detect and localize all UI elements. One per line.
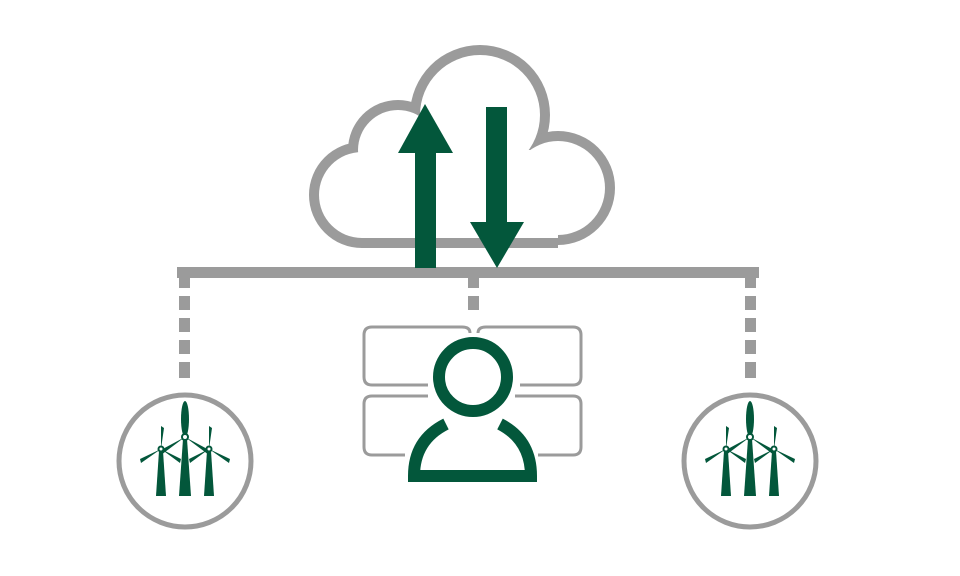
wind-farm-left	[116, 392, 254, 530]
user-icon	[407, 337, 538, 482]
arrow-up-icon	[398, 104, 453, 268]
wind-farm-right	[681, 392, 819, 530]
server-blocks	[362, 325, 583, 457]
network-bus	[177, 267, 759, 378]
cloud-icon	[309, 45, 615, 248]
arrow-down-icon	[470, 107, 524, 268]
